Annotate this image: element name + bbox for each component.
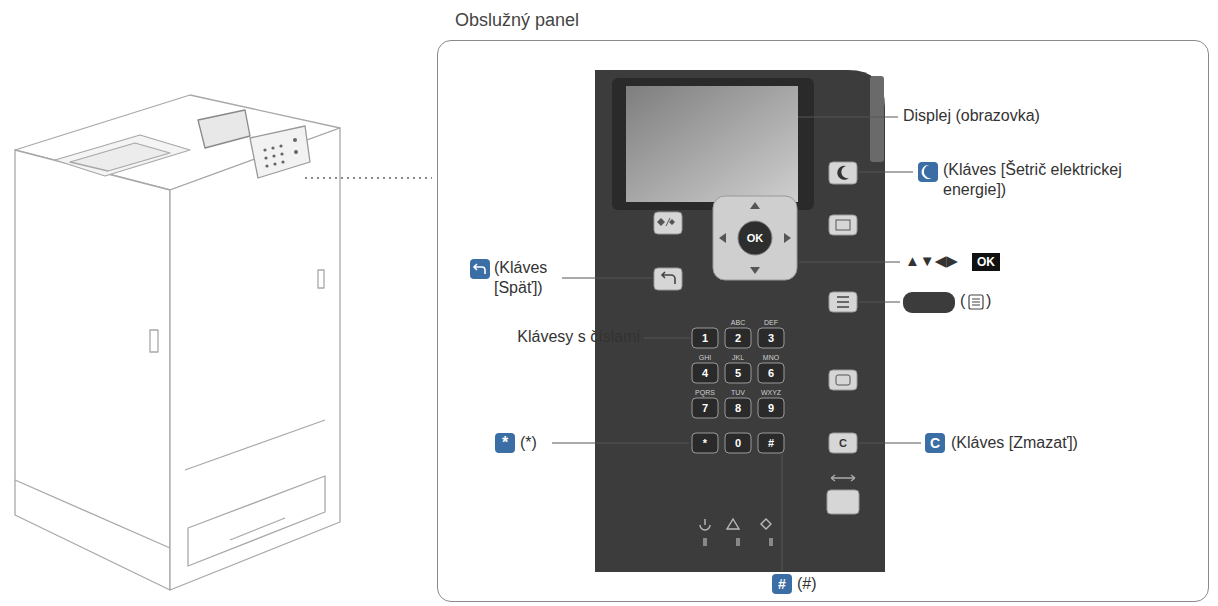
- key-digit: 5: [725, 363, 751, 383]
- printer-drawing: [15, 95, 340, 590]
- callout-label: Klávesy s číslami: [500, 328, 640, 346]
- key-icon-text: *: [495, 433, 515, 453]
- number-key: [758, 363, 784, 383]
- callout-label: (Kláves [Späť]): [494, 258, 558, 298]
- key-letters: GHI: [689, 353, 721, 362]
- key-icon-text: C: [925, 433, 945, 453]
- zoom-dotted-line: [305, 177, 432, 179]
- panel-buttons: [654, 162, 859, 546]
- number-key: [692, 398, 718, 418]
- key-letters: JKL: [722, 353, 754, 362]
- number-key: [758, 328, 784, 348]
- key-digit: 8: [725, 398, 751, 418]
- panel-frame-box: Obslužný panel: [437, 6, 1209, 602]
- key-digit: 1: [692, 328, 718, 348]
- number-key: [692, 363, 718, 383]
- number-key: [725, 328, 751, 348]
- callout-label: (*): [520, 434, 537, 452]
- callout-label: ): [986, 292, 991, 310]
- key-digit: 6: [758, 363, 784, 383]
- key-digit: 9: [758, 398, 784, 418]
- panel-heading: Obslužný panel: [455, 10, 579, 31]
- key-digit: #: [758, 433, 784, 453]
- key-letters: TUV: [722, 388, 754, 397]
- panel-housing: [595, 70, 885, 572]
- callout-label: ▲▼◀▶: [905, 252, 958, 270]
- key-digit: 3: [758, 328, 784, 348]
- key-digit: 4: [692, 363, 718, 383]
- key-digit: 0: [725, 433, 751, 453]
- ok-key-text: OK: [739, 230, 771, 246]
- number-key: [725, 433, 751, 453]
- number-key: [692, 328, 718, 348]
- key-digit: 7: [692, 398, 718, 418]
- callout-label: (Kláves [Zmazať]): [951, 434, 1078, 452]
- clear-key-text: C: [830, 433, 856, 453]
- key-letters: PQRS: [689, 388, 721, 397]
- number-key: [758, 433, 784, 453]
- callout-label: (Kláves [Šetrič elektrickej energie]): [943, 160, 1165, 200]
- callout-label: (: [960, 292, 965, 310]
- key-digit: *: [692, 433, 718, 453]
- key-icon-text: #: [772, 574, 792, 594]
- display-screen: [626, 86, 798, 202]
- display-bezel: [612, 78, 814, 210]
- printer-keys: [263, 138, 298, 168]
- key-letters: DEF: [755, 318, 787, 327]
- panel-tab: [870, 76, 884, 162]
- number-key: [725, 398, 751, 418]
- key-icon-text: OK: [972, 253, 1000, 271]
- panel-frame-border: [437, 40, 1209, 602]
- callout-icons: [470, 162, 1000, 594]
- callout-label: (#): [797, 575, 817, 593]
- key-digit: 2: [725, 328, 751, 348]
- number-key: [725, 363, 751, 383]
- number-key: [758, 398, 784, 418]
- key-letters: WXYZ: [755, 388, 787, 397]
- key-letters: ABC: [722, 318, 754, 327]
- number-key: [692, 433, 718, 453]
- callout-label: Displej (obrazovka): [903, 107, 1040, 125]
- key-letters: MNO: [755, 353, 787, 362]
